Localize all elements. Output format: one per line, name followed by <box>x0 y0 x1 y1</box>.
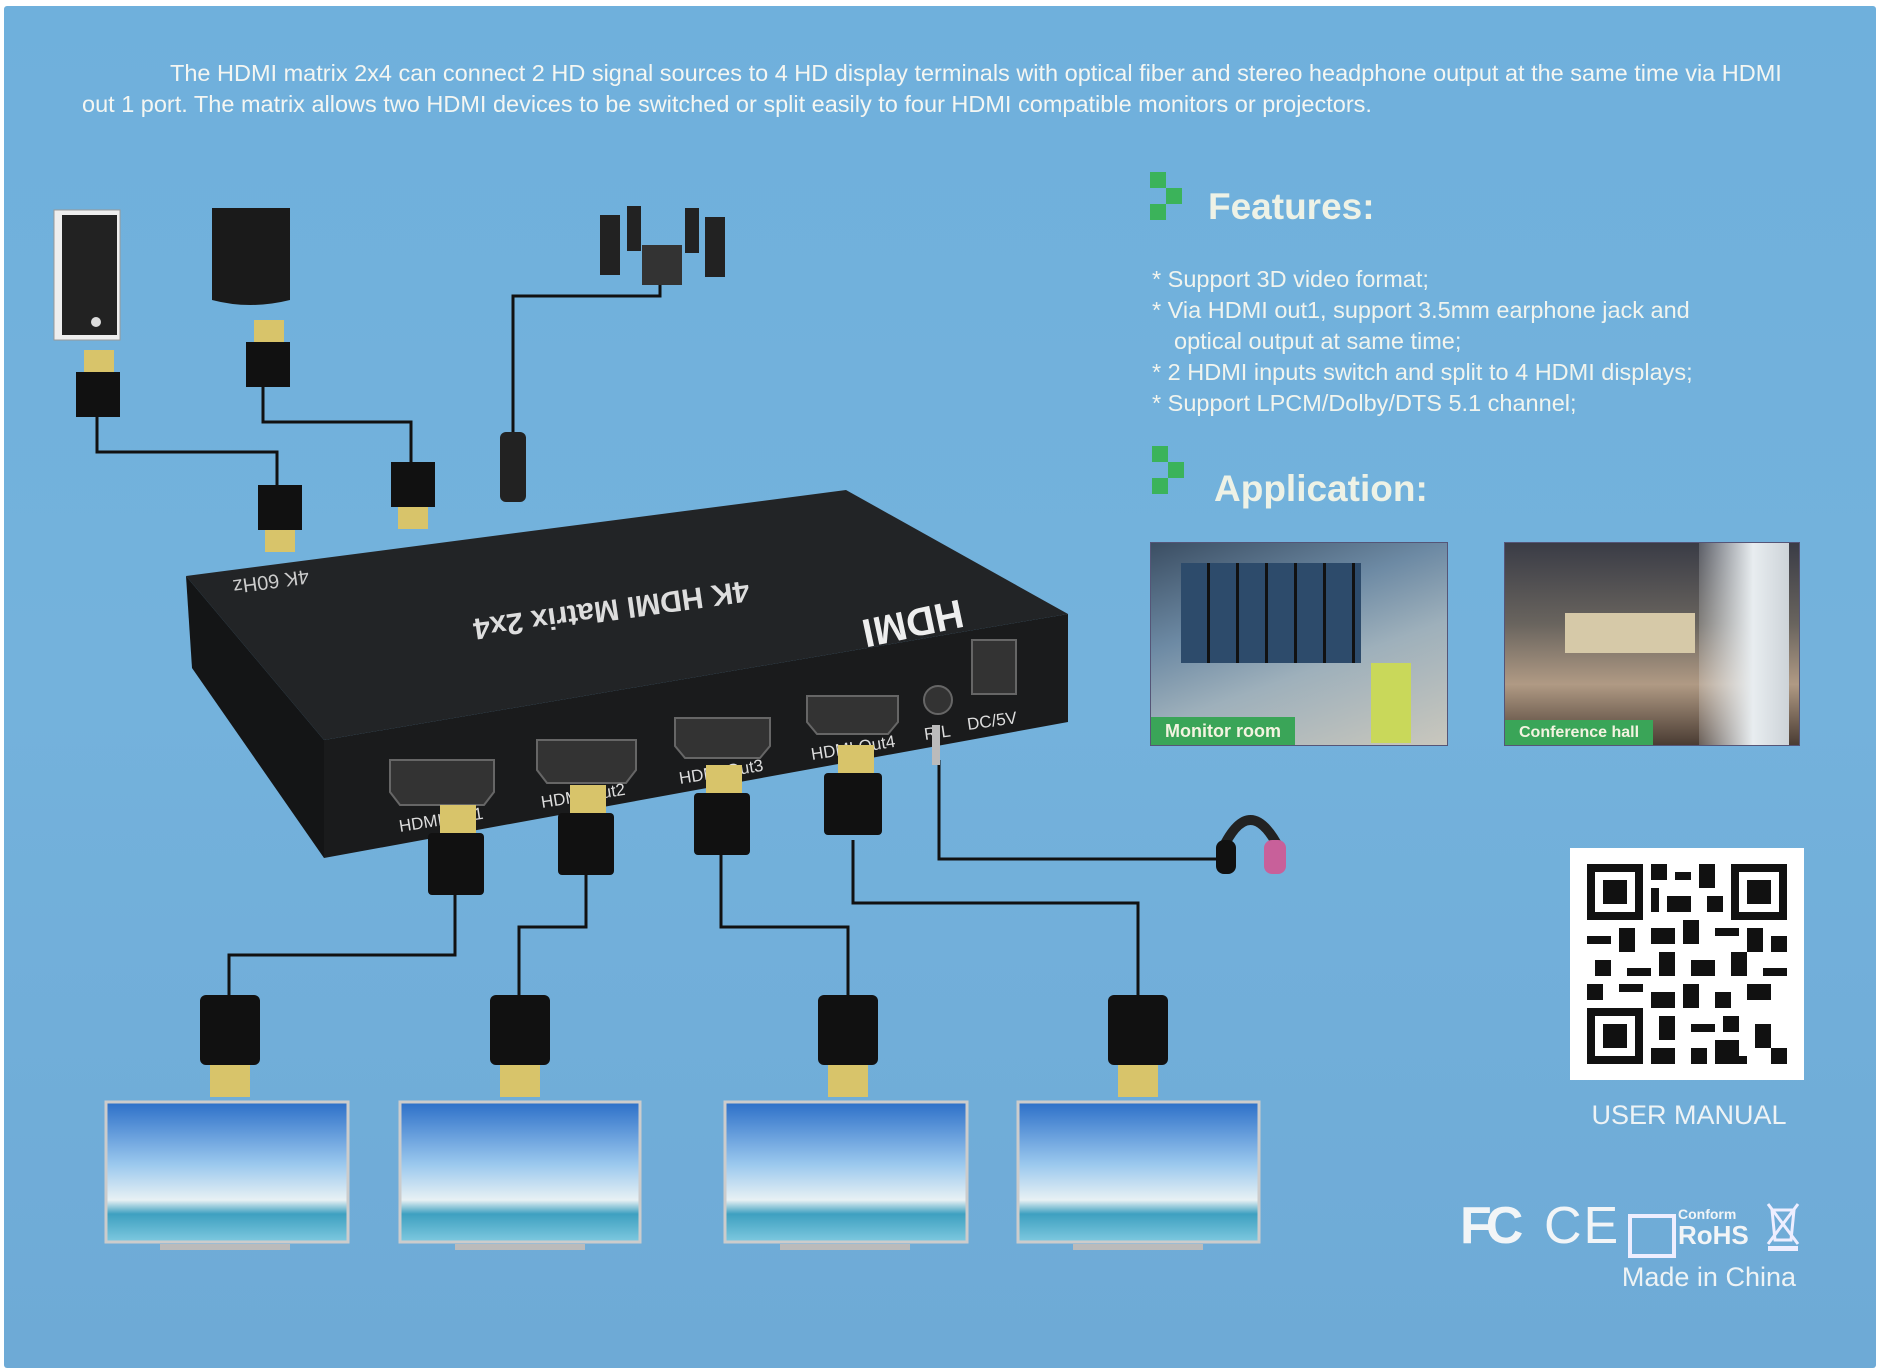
box-back-panel: The HDMI matrix 2x4 can connect 2 HD sig… <box>4 6 1876 1368</box>
hdmi-connector-icons <box>76 320 526 552</box>
qr-code[interactable] <box>1570 848 1804 1080</box>
dc-power-port <box>971 639 1017 695</box>
photo-caption: Conference hall <box>1505 720 1654 745</box>
cable-out3 <box>719 850 850 1000</box>
features-heading: Features: <box>1208 186 1375 227</box>
monitor-2 <box>398 1100 642 1250</box>
weee-bin-icon <box>1766 1200 1800 1257</box>
application-heading: Application: <box>1214 468 1428 509</box>
intro-text: The HDMI matrix 2x4 can connect 2 HD sig… <box>82 60 1782 117</box>
monitor-4 <box>1016 1100 1261 1250</box>
ce-logo: CE <box>1544 1197 1621 1255</box>
hdmi-out3-port <box>674 717 771 759</box>
cable-out2 <box>517 870 588 1000</box>
monitor-1 <box>104 1100 350 1250</box>
cable-audio <box>511 270 662 448</box>
feature-item: * 2 HDMI inputs switch and split to 4 HD… <box>1152 359 1693 385</box>
made-in-china: Made in China <box>1621 1262 1796 1292</box>
monitor-room-photo: Monitor room <box>1150 542 1448 746</box>
display-monitors <box>104 1100 1261 1250</box>
rohs-text: RoHS <box>1678 1220 1749 1250</box>
hdmi-out2-port <box>536 739 637 784</box>
cable-headphone <box>937 760 1220 861</box>
hdmi-out1-port <box>389 759 495 806</box>
feature-item: * Via HDMI out1, support 3.5mm earphone … <box>1152 297 1690 323</box>
hdmi-matrix-device: 4K HDMI Matrix 2x4 4K 60Hz HDMI HDMI Out… <box>186 490 1068 858</box>
headphones-icon <box>1216 815 1286 874</box>
feature-item: * Support LPCM/Dolby/DTS 5.1 channel; <box>1152 390 1577 416</box>
pc-tower-source <box>53 209 121 341</box>
audio-jack-port <box>923 685 953 715</box>
feature-item: optical output at same time; <box>1174 328 1462 354</box>
monitor-3 <box>723 1100 969 1250</box>
fcc-logo: FC <box>1460 1197 1523 1255</box>
photo-caption: Monitor room <box>1151 717 1295 745</box>
cable-out1 <box>227 870 457 1000</box>
user-manual-label: USER MANUAL <box>1591 1100 1787 1130</box>
rohs-conform-text: Conform <box>1678 1206 1737 1222</box>
feature-item: * Support 3D video format; <box>1152 266 1429 292</box>
cable-out4 <box>851 840 1140 1000</box>
cable-source2 <box>261 380 413 470</box>
speaker-system <box>600 206 725 285</box>
cable-source1 <box>95 410 279 490</box>
features-list: * Support 3D video format; * Via HDMI ou… <box>1152 264 1693 419</box>
conference-hall-photo: Conference hall <box>1504 542 1800 746</box>
game-console-source <box>212 208 290 305</box>
hdmi-out4-port <box>806 695 899 735</box>
